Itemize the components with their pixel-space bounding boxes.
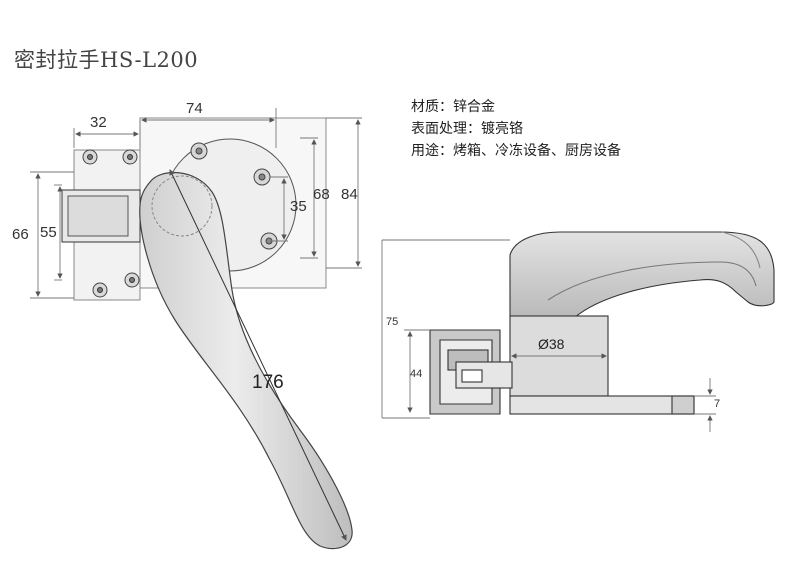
spec-list: 材质：锌合金 表面处理：镀亮铬 用途：烤箱、冷冻设备、厨房设备 bbox=[411, 96, 621, 162]
dim-label-44: 44 bbox=[410, 368, 423, 380]
dim-label-7: 7 bbox=[714, 398, 721, 410]
product-title: 密封拉手HS-L200 bbox=[14, 48, 199, 72]
front-view-dimension-lines bbox=[30, 108, 362, 299]
side-base-plate bbox=[509, 395, 695, 415]
dim-label-84: 84 bbox=[341, 186, 358, 203]
side-view bbox=[429, 231, 775, 415]
dim-label-68: 68 bbox=[313, 186, 330, 203]
dim-label-diameter-38: Ø38 bbox=[538, 336, 565, 352]
dim-label-74: 74 bbox=[186, 100, 203, 117]
dim-label-32: 32 bbox=[90, 114, 107, 131]
spec-surface-treatment: 表面处理：镀亮铬 bbox=[411, 121, 523, 137]
side-view-dimension-lines bbox=[381, 239, 716, 432]
front-view bbox=[61, 117, 353, 550]
dim-label-66: 66 bbox=[12, 226, 29, 243]
side-handle-arm bbox=[509, 231, 775, 323]
dim-label-55: 55 bbox=[40, 224, 57, 241]
dim-label-176: 176 bbox=[252, 372, 284, 393]
dim-label-75: 75 bbox=[386, 316, 399, 328]
spec-material: 材质：锌合金 bbox=[411, 99, 495, 115]
dim-label-35: 35 bbox=[290, 198, 307, 215]
spec-usage: 用途：烤箱、冷冻设备、厨房设备 bbox=[411, 143, 621, 159]
handle-length-dimension bbox=[169, 169, 347, 541]
